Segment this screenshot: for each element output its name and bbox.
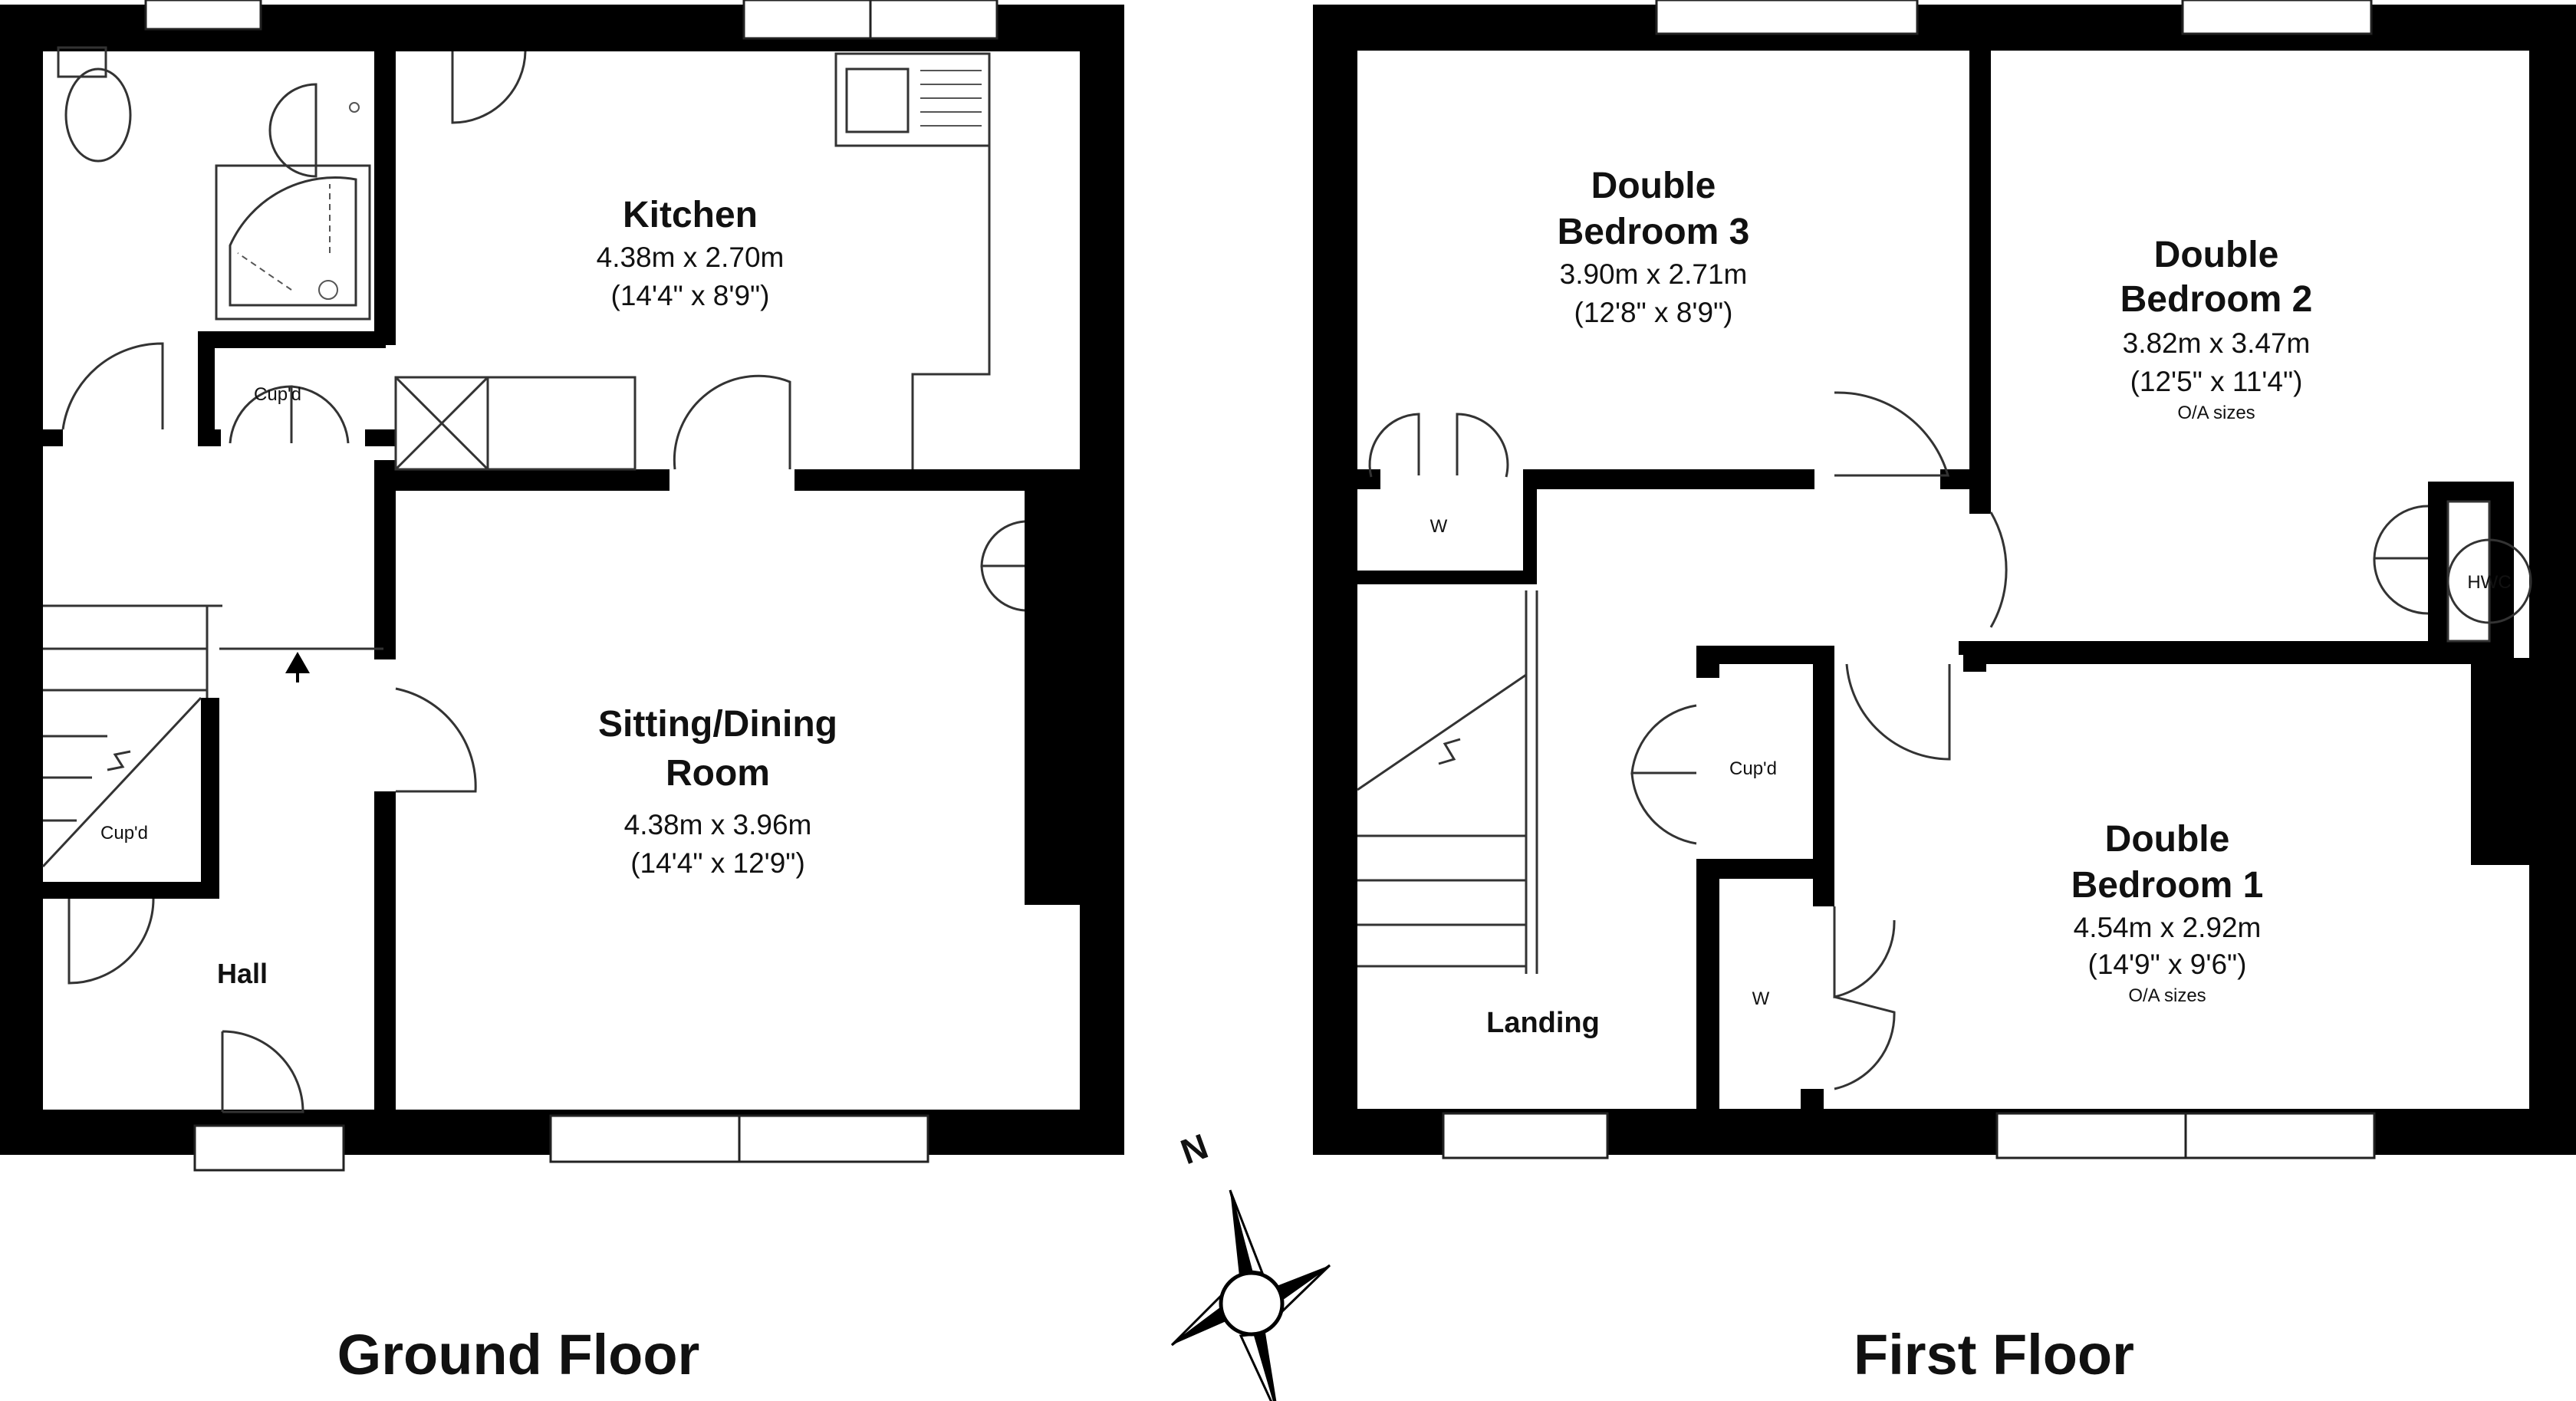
bedroom1-name-line2: Bedroom 1 <box>2071 865 2264 906</box>
ground-floor-fixtures <box>57 46 991 471</box>
ground-floor-plan: Kitchen 4.38m x 2.70m (14'4" x 8'9") Sit… <box>0 0 1124 1172</box>
first-floor-fixtures <box>1525 500 2532 974</box>
sitting-room-size-imperial: (14'4" x 12'9") <box>630 847 805 879</box>
ground-floor-title: Ground Floor <box>337 1323 700 1386</box>
stair-direction-arrow <box>285 652 310 673</box>
kitchen-name: Kitchen <box>623 195 758 235</box>
kitchen-size-metric: 4.38m x 2.70m <box>597 242 785 273</box>
bedroom2-name-line1: Double <box>2154 235 2279 275</box>
first-floor-doors <box>1368 391 2429 1090</box>
ground-floor-doors <box>61 51 1025 1113</box>
first-floor-walls <box>1313 5 2576 1155</box>
compass-icon: N <box>1170 1126 1331 1401</box>
ground-floor-windows <box>144 0 998 1172</box>
bedroom2-name-line2: Bedroom 2 <box>2120 279 2313 320</box>
hall-name: Hall <box>217 958 268 989</box>
cupboard-label-upper: Cup'd <box>254 384 301 405</box>
bedroom1-size-metric: 4.54m x 2.92m <box>2074 912 2262 943</box>
first-floor-labels: Double Bedroom 3 3.90m x 2.71m (12'8" x … <box>1430 166 2512 1039</box>
sitting-room-name-line1: Sitting/Dining <box>598 704 837 745</box>
bedroom3-size-imperial: (12'8" x 8'9") <box>1574 297 1733 328</box>
bedroom3-name-line2: Bedroom 3 <box>1558 212 1750 252</box>
cupboard-label-first: Cup'd <box>1729 758 1777 779</box>
wardrobe-label-top: W <box>1430 516 1448 537</box>
first-floor-stairs <box>1357 673 1527 968</box>
landing-name: Landing <box>1486 1007 1600 1039</box>
bedroom2-size-note: O/A sizes <box>2177 403 2255 423</box>
sitting-room-name-line2: Room <box>666 753 770 794</box>
cupboard-label-lower: Cup'd <box>100 823 148 844</box>
sitting-room-size-metric: 4.38m x 3.96m <box>624 809 812 840</box>
first-floor-windows <box>1442 0 2376 1159</box>
ground-floor-labels: Kitchen 4.38m x 2.70m (14'4" x 8'9") Sit… <box>100 195 837 989</box>
first-floor-title: First Floor <box>1854 1323 2134 1386</box>
bedroom3-size-metric: 3.90m x 2.71m <box>1560 258 1748 290</box>
wardrobe-label-bottom: W <box>1752 988 1770 1009</box>
bedroom2-size-imperial: (12'5" x 11'4") <box>2130 366 2303 397</box>
first-floor-plan: Double Bedroom 3 3.90m x 2.71m (12'8" x … <box>1313 0 2576 1159</box>
ground-floor-stairs <box>41 604 383 868</box>
bedroom1-size-note: O/A sizes <box>2128 985 2206 1006</box>
kitchen-size-imperial: (14'4" x 8'9") <box>611 280 770 311</box>
bedroom3-name-line1: Double <box>1591 166 1716 206</box>
hot-water-cylinder-label: HWC <box>2467 572 2511 593</box>
bedroom1-name-line1: Double <box>2105 819 2230 860</box>
bedroom2-size-metric: 3.82m x 3.47m <box>2123 327 2311 359</box>
bedroom1-size-imperial: (14'9" x 9'6") <box>2088 949 2247 980</box>
